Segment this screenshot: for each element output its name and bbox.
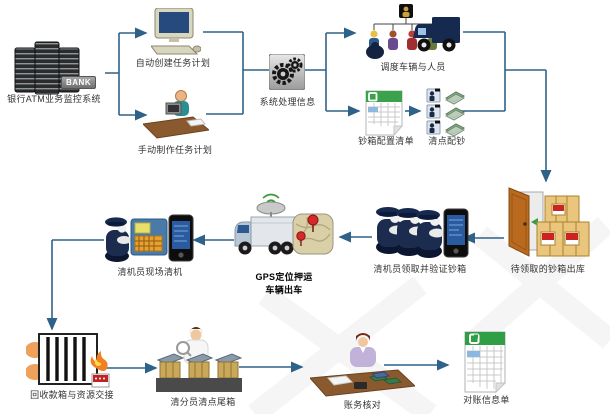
sorter-boxes-icon [156, 327, 243, 392]
node-label: 自动创建任务计划 [135, 58, 211, 68]
node-count-cash [426, 88, 466, 141]
node-dispatch [362, 4, 462, 67]
node-onsite-clear [103, 214, 195, 271]
node-label: 系统处理信息 [259, 97, 316, 107]
spreadsheet-icon [365, 90, 404, 137]
node-label: 钞箱配置清单 [358, 136, 414, 146]
node-outbound [503, 186, 593, 271]
node-gps-truck [233, 190, 335, 273]
node-auto-task [150, 7, 202, 61]
node-recycle [25, 330, 118, 395]
node-label: GPS定位押运 [255, 272, 313, 282]
node-label: 银行ATM业务监控系统 [7, 94, 101, 104]
node-label: 回收款箱与资源交接 [30, 390, 114, 400]
node-atm-monitor-system: BANK [14, 40, 100, 96]
cage-flame-icon [25, 333, 110, 388]
node-label: 调度车辆与人员 [380, 62, 446, 72]
officers-pda-icon [376, 207, 469, 258]
node-label: 清点配钞 [428, 136, 466, 146]
door-crates-icon [508, 187, 590, 257]
person-at-desk-icon [141, 90, 211, 139]
officer-atm-pda-icon [105, 214, 194, 262]
node-statement [463, 331, 508, 398]
node-label: 清机员领取并验证钞箱 [373, 264, 467, 274]
node-reconcile [308, 332, 417, 407]
gps-truck-map-icon [234, 193, 334, 255]
node-label: 待领取的钞箱出库 [510, 264, 586, 274]
org-chart-truck-icon [366, 4, 460, 59]
node-system-process [268, 53, 306, 95]
desktop-computer-icon [150, 7, 202, 55]
accountant-desk-icon [308, 333, 417, 397]
node-pickup-verify [373, 203, 469, 270]
node-label: 清机员现场清机 [117, 267, 183, 277]
node-manual-task [141, 88, 211, 147]
gears-icon [268, 53, 306, 91]
node-config-list [364, 90, 404, 141]
node-label: 清分员清点尾箱 [170, 397, 236, 407]
node-label: 车辆出车 [265, 285, 303, 295]
node-label: 账务核对 [343, 400, 382, 410]
statement-file-icon [464, 331, 507, 394]
node-label: 对账信息单 [463, 395, 510, 405]
node-sort-count [156, 326, 244, 403]
count-cash-icon [426, 88, 466, 137]
node-label: 手动制作任务计划 [137, 145, 213, 155]
bank-badge: BANK [61, 76, 97, 89]
